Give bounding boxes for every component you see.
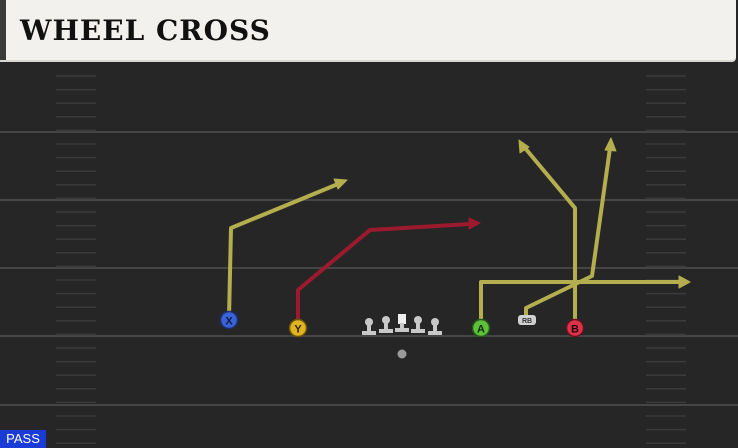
play-diagram: X Y A B RB [0,75,738,444]
player-b-label: B [571,324,579,336]
player-b[interactable]: B [565,318,585,338]
lineman-icon [428,318,442,335]
y-button-icon [288,318,308,338]
route-a [479,280,682,328]
play-field: X Y A B RB [0,62,738,448]
play-title-bar: WHEEL CROSS [0,0,736,60]
route-a-arrow [678,275,691,289]
player-x-label: X [225,316,233,328]
route-x [227,182,340,320]
a-button-icon [471,318,491,338]
player-y[interactable]: Y [288,318,308,338]
route-rb-arrow [604,137,617,152]
title-accent [0,0,6,60]
lineman-icon [411,316,425,333]
route-y-arrow [468,217,481,230]
quarterback-icon [397,349,407,359]
routes [227,137,691,328]
player-x[interactable]: X [219,310,239,330]
offensive-line [362,314,442,359]
player-a-label: A [477,324,485,336]
route-x-arrow [333,178,348,190]
play-type-badge: PASS [0,430,46,448]
play-title: WHEEL CROSS [20,14,271,47]
route-b [523,146,577,328]
rb-button-icon [518,315,536,325]
route-rb [524,146,612,319]
route-b-arrow [518,139,530,154]
hash-marks [56,75,686,444]
player-y-label: Y [294,324,302,336]
player-rb-label: RB [522,318,532,325]
player-rb[interactable]: RB [518,315,536,325]
b-button-icon [565,318,585,338]
player-a[interactable]: A [471,318,491,338]
center-icon [395,314,409,332]
lineman-icon [379,316,393,333]
x-button-icon [219,310,239,330]
lineman-icon [362,318,376,335]
route-y [296,222,472,328]
yard-lines [0,131,738,406]
